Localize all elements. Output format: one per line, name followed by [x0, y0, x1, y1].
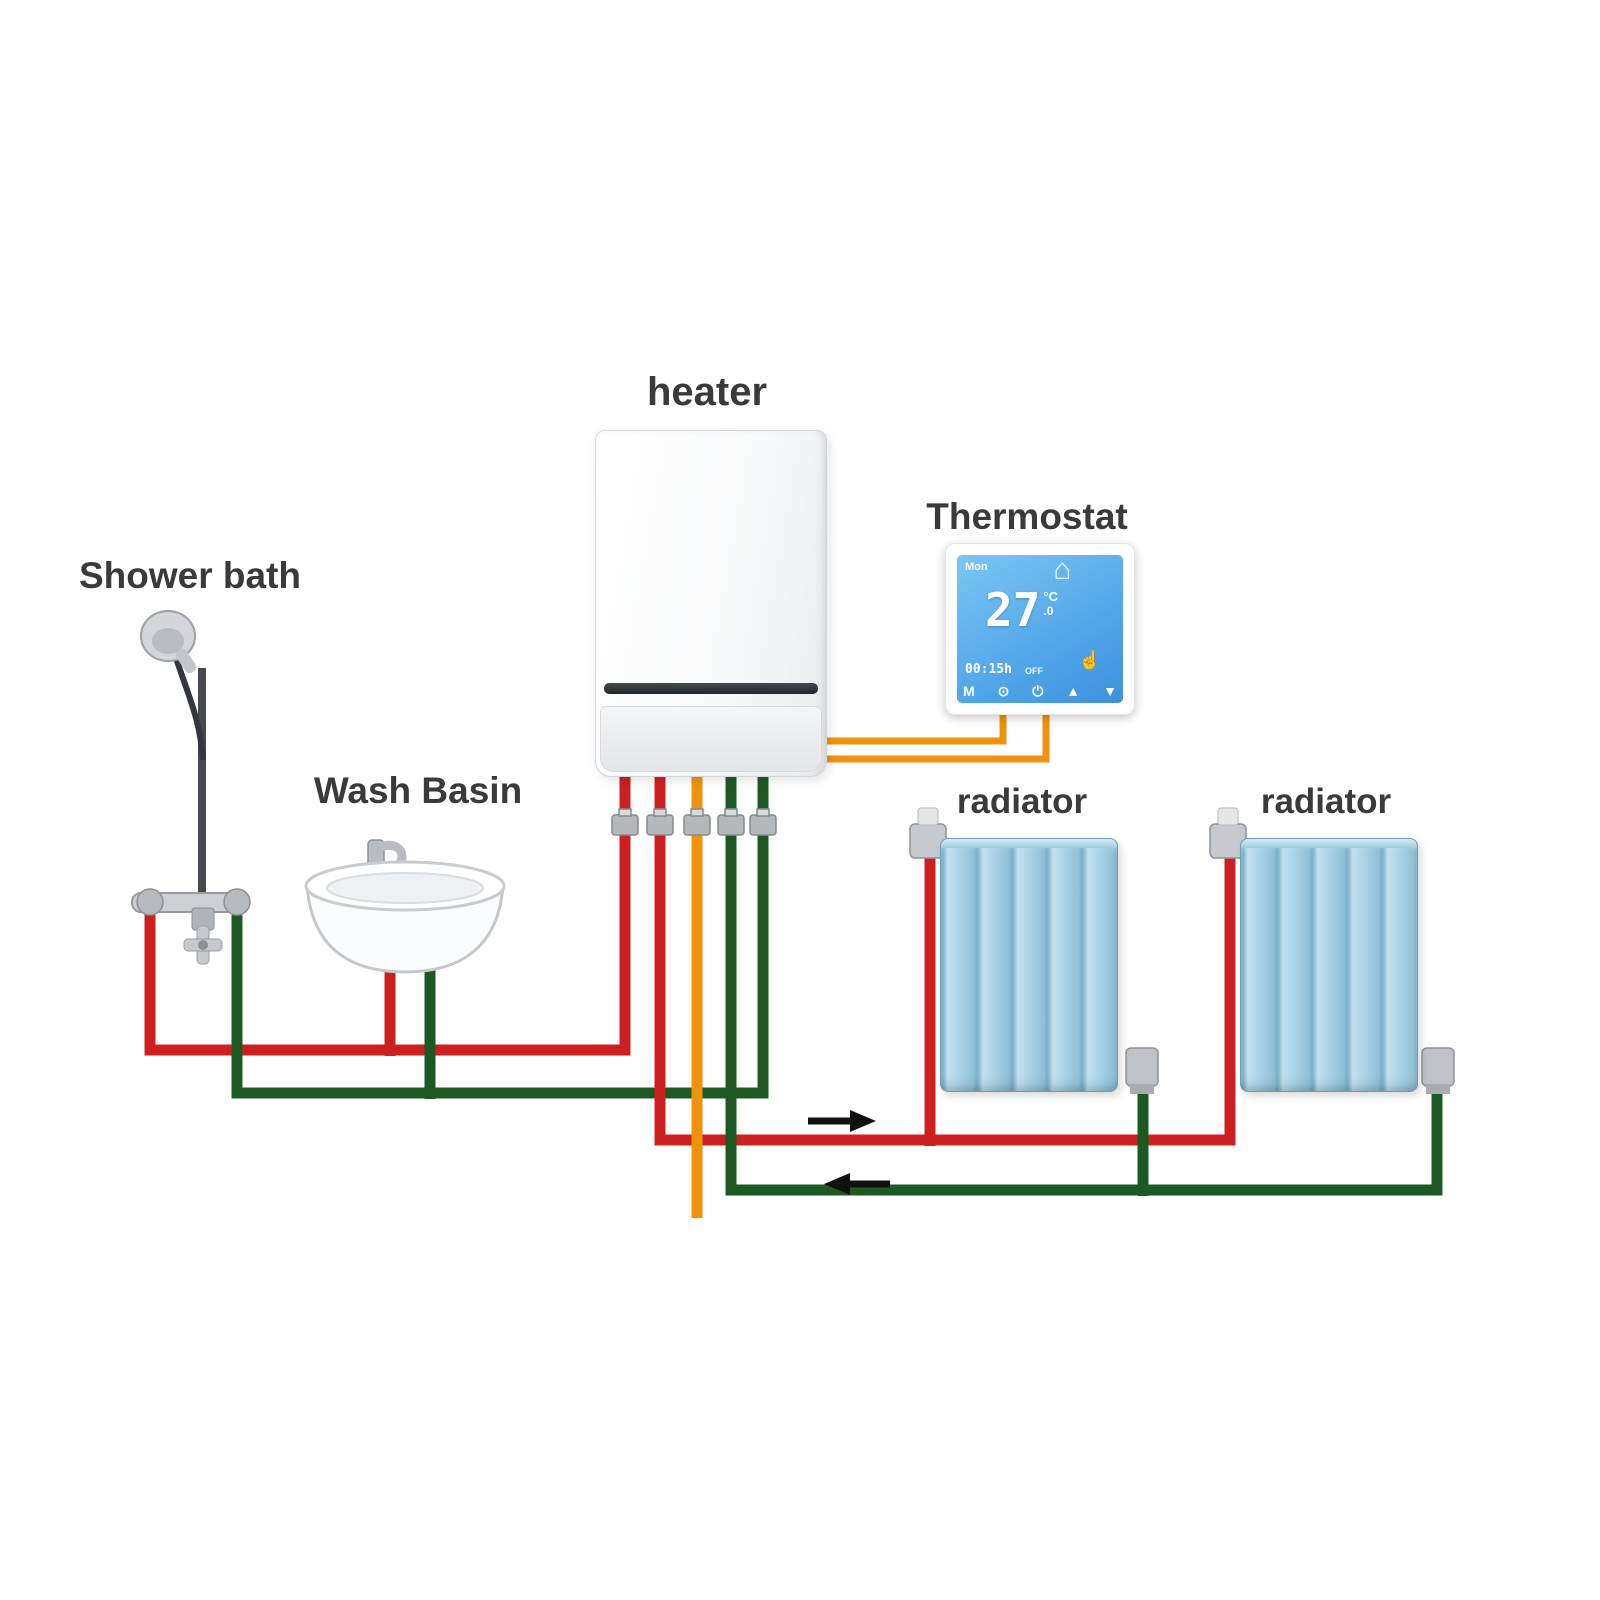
heater-unit [595, 430, 827, 777]
pipe-heating-flow [654, 768, 1236, 1146]
down-button[interactable]: ▼ [1103, 683, 1117, 699]
clock-button[interactable]: ⊙ [997, 683, 1010, 699]
temperature-unit: °C [1043, 589, 1058, 604]
thermostat-device: Mon ⌂ 27 °C .0 ☝ 00:15h OFF M ⊙ ⏻ ▲ ▼ [945, 543, 1135, 715]
valve-fitting [683, 808, 711, 836]
radiator-right-unit [1240, 838, 1418, 1092]
radiator-top-cap [941, 839, 1117, 848]
thermostat-button-row: M ⊙ ⏻ ▲ ▼ [963, 683, 1117, 700]
heater-label: heater [646, 370, 768, 414]
radiator1-inlet-valve [909, 807, 947, 859]
wire-thermostat-2 [790, 710, 1050, 763]
heater-display-stripe [604, 683, 818, 694]
shower-bath-label: Shower bath [78, 555, 302, 596]
heater-isolation-valves [611, 808, 777, 836]
flow-arrow-right [808, 1110, 876, 1132]
shower-assembly [131, 610, 251, 965]
radiator2-inlet-valve [1209, 807, 1247, 859]
shower-cross-handle [183, 925, 223, 965]
radiator-top-cap [1241, 839, 1417, 848]
thermostat-timer-state: OFF [1025, 666, 1043, 676]
radiator-left-label: radiator [956, 782, 1088, 821]
thermostat-temperature: 27 °C .0 [985, 587, 1058, 633]
house-icon: ⌂ [1053, 555, 1072, 586]
valve-fitting [749, 808, 777, 836]
radiator1-return-valve [1125, 1047, 1159, 1094]
up-button[interactable]: ▲ [1066, 683, 1081, 699]
temperature-decimal: .0 [1043, 604, 1054, 618]
temperature-value: 27 [985, 583, 1041, 637]
valve-fitting [717, 808, 745, 836]
radiator-left-unit [940, 838, 1118, 1092]
heater-bottom-panel [600, 706, 822, 772]
valve-fitting [611, 808, 639, 836]
shower-head-handle [175, 648, 197, 674]
pipe-heating-return [725, 768, 1443, 1196]
flow-arrow-left [824, 1173, 890, 1195]
wash-basin-label: Wash Basin [313, 770, 523, 811]
wire-thermostat-1 [790, 710, 1007, 745]
mode-button[interactable]: M [963, 683, 975, 699]
wash-basin-fixture [304, 839, 506, 974]
pipe-cold-fixtures [231, 768, 769, 1099]
thermostat-screen: Mon ⌂ 27 °C .0 ☝ 00:15h OFF M ⊙ ⏻ ▲ ▼ [957, 555, 1123, 703]
hand-icon: ☝ [1078, 650, 1101, 670]
thermostat-label: Thermostat [926, 496, 1128, 537]
radiator2-return-valve [1421, 1047, 1455, 1094]
thermostat-day: Mon [965, 561, 988, 573]
radiator-right-label: radiator [1260, 782, 1392, 821]
valve-fitting [646, 808, 674, 836]
thermostat-timer: 00:15h [965, 662, 1012, 677]
shower-hose [173, 657, 206, 761]
power-button[interactable]: ⏻ [1032, 683, 1044, 699]
